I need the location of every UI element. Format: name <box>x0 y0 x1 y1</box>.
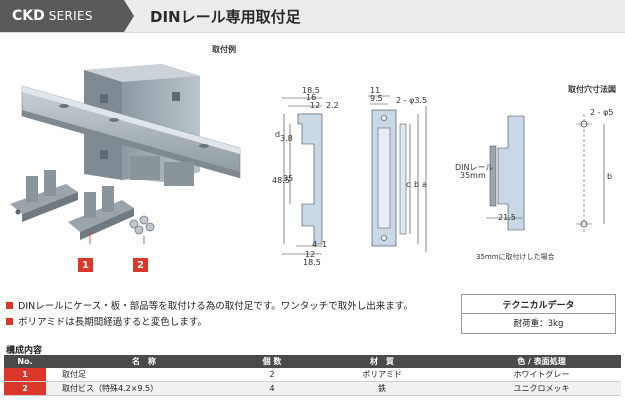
rail-mounted-caption: 35mmに取付けした場合 <box>476 253 555 261</box>
dim-38: 3.8 <box>280 134 293 143</box>
mounting-foot-part-2 <box>68 186 134 240</box>
dim-top-outer: 18.5 <box>302 86 320 95</box>
series-chevron <box>124 0 134 32</box>
bullet-2-text: ポリアミドは長期間経過すると変色します。 <box>18 317 207 328</box>
dim-bot-4: 4 <box>312 240 318 249</box>
dim-b-holes: b <box>607 172 613 181</box>
header-name: 名 称 <box>46 355 242 368</box>
bullet-square-icon <box>6 317 13 325</box>
photo-caption: 取付例 <box>212 45 236 54</box>
technical-data-heading: テクニカルデータ <box>462 295 615 314</box>
dim-485: 48.5 <box>272 176 290 185</box>
series-badge: CKD SERIES <box>0 0 124 32</box>
page-title: DINレール専用取付足 <box>150 7 301 26</box>
dim-d: d <box>275 130 281 139</box>
table-header-row: No. 名 称 個 数 材 質 色 / 表面処理 <box>4 355 621 368</box>
technical-data-box: テクニカルデータ 耐荷重：3kg <box>461 294 616 334</box>
dim-215: 21.5 <box>498 213 516 222</box>
bullet-1: DINレールにケース・板・部品等を取付ける為の取付足です。ワンタッチで取外し出来… <box>6 298 413 312</box>
product-illustration <box>10 64 241 244</box>
dim-bot-185: 18.5 <box>303 258 321 267</box>
row-finish: ホワイトグレー <box>462 368 621 382</box>
rail-mounted-drawing <box>486 115 525 231</box>
row-qty: 4 <box>242 381 302 396</box>
hole-drawing-caption: 取付穴寸法図 <box>568 85 616 94</box>
header-material: 材 質 <box>302 355 462 368</box>
din-rail <box>21 85 241 179</box>
dim-bot-1: 1 <box>322 240 328 249</box>
row-name: 取付ビス（特殊4.2×9.5） <box>46 381 242 396</box>
composition-table: No. 名 称 個 数 材 質 色 / 表面処理 1 取付足 2 ポリアミド ホ… <box>4 355 621 396</box>
row-no: 2 <box>4 381 46 396</box>
series-code: CKD <box>12 8 45 24</box>
dim-top-mid: 16 <box>306 93 317 102</box>
dim-top-22: 2.2 <box>326 101 339 110</box>
dim-top-12: 12 <box>310 101 321 110</box>
dim-35: 35 <box>283 174 294 183</box>
screws-part <box>129 215 155 235</box>
bullet-square-icon <box>6 301 13 309</box>
row-name: 取付足 <box>46 368 242 382</box>
mounting-foot-part <box>10 170 78 222</box>
bullet-1-text: DINレールにケース・板・部品等を取付ける為の取付足です。ワンタッチで取外し出来… <box>18 301 413 312</box>
table-row: 2 取付ビス（特殊4.2×9.5） 4 鉄 ユニクロメッキ <box>4 381 621 396</box>
composition-title: 構成内容 <box>6 346 43 356</box>
row-qty: 2 <box>242 368 302 382</box>
header-qty: 個 数 <box>242 355 302 368</box>
foot-mounted <box>130 156 194 186</box>
hole-label-mid: 2 - φ3.5 <box>396 96 428 105</box>
callout-1: 1 <box>78 258 93 272</box>
header-no: No. <box>4 355 46 368</box>
side-view-drawing <box>282 97 323 255</box>
rail-label-1: DINレール <box>455 163 494 172</box>
dim-11: 11 <box>370 86 381 95</box>
row-finish: ユニクロメッキ <box>462 381 621 396</box>
technical-data-row: 耐荷重：3kg <box>513 319 564 329</box>
hole-label: 2 - φ5 <box>590 108 614 117</box>
row-material: 鉄 <box>302 381 462 396</box>
dim-b-mid: b <box>414 180 420 189</box>
rail-label-2: 35mm <box>460 171 486 180</box>
dim-c: c <box>406 180 411 189</box>
callout-2: 2 <box>133 258 148 272</box>
dim-bot-12: 12 <box>305 250 316 259</box>
bullet-2: ポリアミドは長期間経過すると変色します。 <box>6 314 207 328</box>
table-row: 1 取付足 2 ポリアミド ホワイトグレー <box>4 368 621 382</box>
row-material: ポリアミド <box>302 368 462 382</box>
header-finish: 色 / 表面処理 <box>462 355 621 368</box>
hole-dimension-drawing <box>576 114 605 232</box>
front-view-drawing <box>368 95 427 252</box>
dim-a: a <box>422 180 427 189</box>
dim-95: 9.5 <box>370 94 383 103</box>
row-no: 1 <box>4 368 46 382</box>
series-word: SERIES <box>48 9 93 23</box>
